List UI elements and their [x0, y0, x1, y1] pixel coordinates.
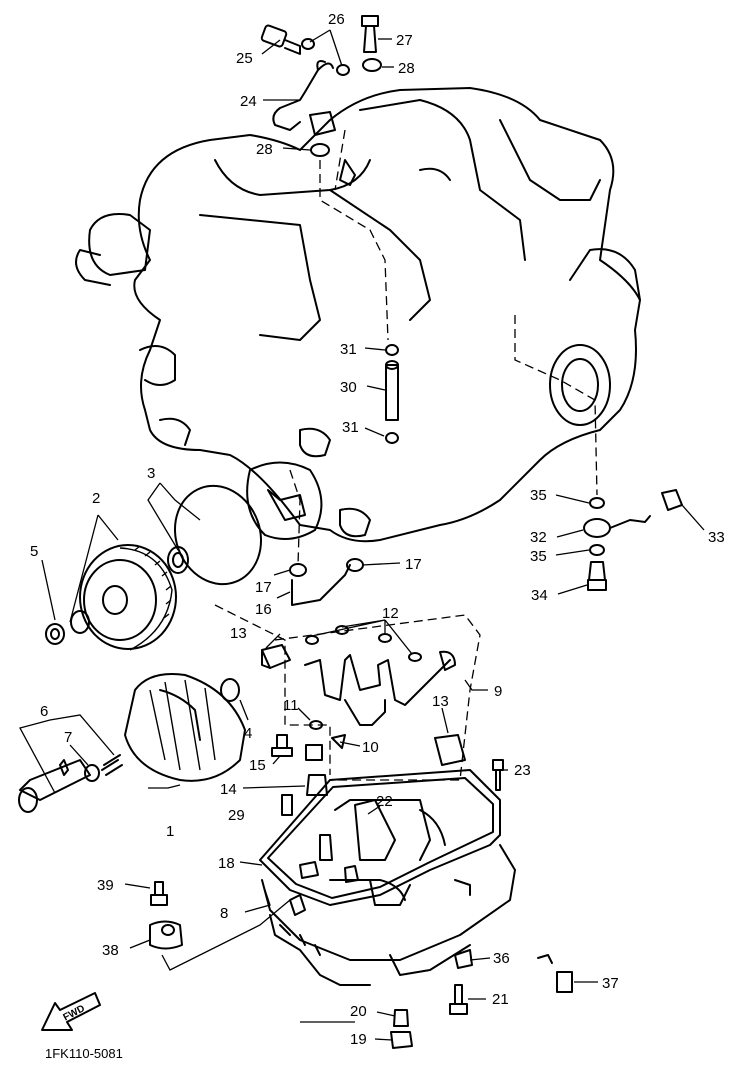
callout-23: 23 — [514, 762, 531, 779]
callout-6: 6 — [40, 703, 48, 720]
callout-14: 14 — [220, 781, 237, 798]
callout-16: 16 — [255, 601, 272, 618]
callout-12: 12 — [382, 605, 399, 622]
callout-13a: 13 — [230, 625, 247, 642]
figure-code: 1FK110-5081 — [45, 1046, 123, 1061]
callout-35a: 35 — [530, 487, 547, 504]
callout-28b: 28 — [256, 141, 273, 158]
callout-25: 25 — [236, 50, 253, 67]
callout-5: 5 — [30, 543, 38, 560]
callout-32: 32 — [530, 529, 547, 546]
oil-cooler-assembly — [45, 484, 263, 651]
callout-30: 30 — [340, 379, 357, 396]
callout-3: 3 — [147, 465, 155, 482]
callout-28a: 28 — [398, 60, 415, 77]
callout-10: 10 — [362, 739, 379, 756]
callout-9: 9 — [494, 683, 502, 700]
callout-2: 2 — [92, 490, 100, 507]
callout-36: 36 — [493, 950, 510, 967]
oil-filter-assembly — [18, 673, 246, 813]
oil-delivery-pipe-assembly — [260, 15, 382, 157]
callout-4: 4 — [244, 725, 252, 742]
callout-31b: 31 — [342, 419, 359, 436]
callout-1: 1 — [166, 823, 174, 840]
callout-labels: 1 2 3 4 5 6 7 8 9 10 11 12 13 13 14 15 1… — [30, 11, 725, 1048]
callout-7: 7 — [64, 729, 72, 746]
callout-33: 33 — [708, 529, 725, 546]
callout-19: 19 — [350, 1031, 367, 1048]
forward-direction-arrow: FWD — [41, 992, 101, 1031]
callout-31a: 31 — [340, 341, 357, 358]
callout-17a: 17 — [255, 579, 272, 596]
leader-lines — [19, 29, 705, 1041]
callout-13b: 13 — [432, 693, 449, 710]
callout-18: 18 — [218, 855, 235, 872]
callout-21: 21 — [492, 991, 509, 1008]
oil-pipe-16 — [289, 558, 364, 606]
callout-24: 24 — [240, 93, 257, 110]
fwd-label: FWD — [61, 1003, 86, 1023]
callout-11: 11 — [283, 697, 299, 714]
pressure-switch-assembly — [583, 489, 683, 591]
oil-pan-assembly — [259, 769, 516, 986]
oil-pipe-and-o-rings — [385, 344, 399, 444]
callout-39: 39 — [97, 877, 114, 894]
callout-29: 29 — [228, 807, 245, 824]
assembly-guide-lines — [214, 129, 598, 781]
callout-35b: 35 — [530, 548, 547, 565]
callout-27: 27 — [396, 32, 413, 49]
oil-pan-fasteners — [149, 759, 573, 1049]
callout-37: 37 — [602, 975, 619, 992]
callout-20: 20 — [350, 1003, 367, 1020]
callout-34: 34 — [531, 587, 548, 604]
callout-15: 15 — [249, 757, 266, 774]
callout-38: 38 — [102, 942, 119, 959]
callout-17b: 17 — [405, 556, 422, 573]
engine-crankcase — [75, 87, 641, 543]
callout-22: 22 — [376, 793, 393, 810]
callout-26: 26 — [328, 11, 345, 28]
callout-8: 8 — [220, 905, 228, 922]
